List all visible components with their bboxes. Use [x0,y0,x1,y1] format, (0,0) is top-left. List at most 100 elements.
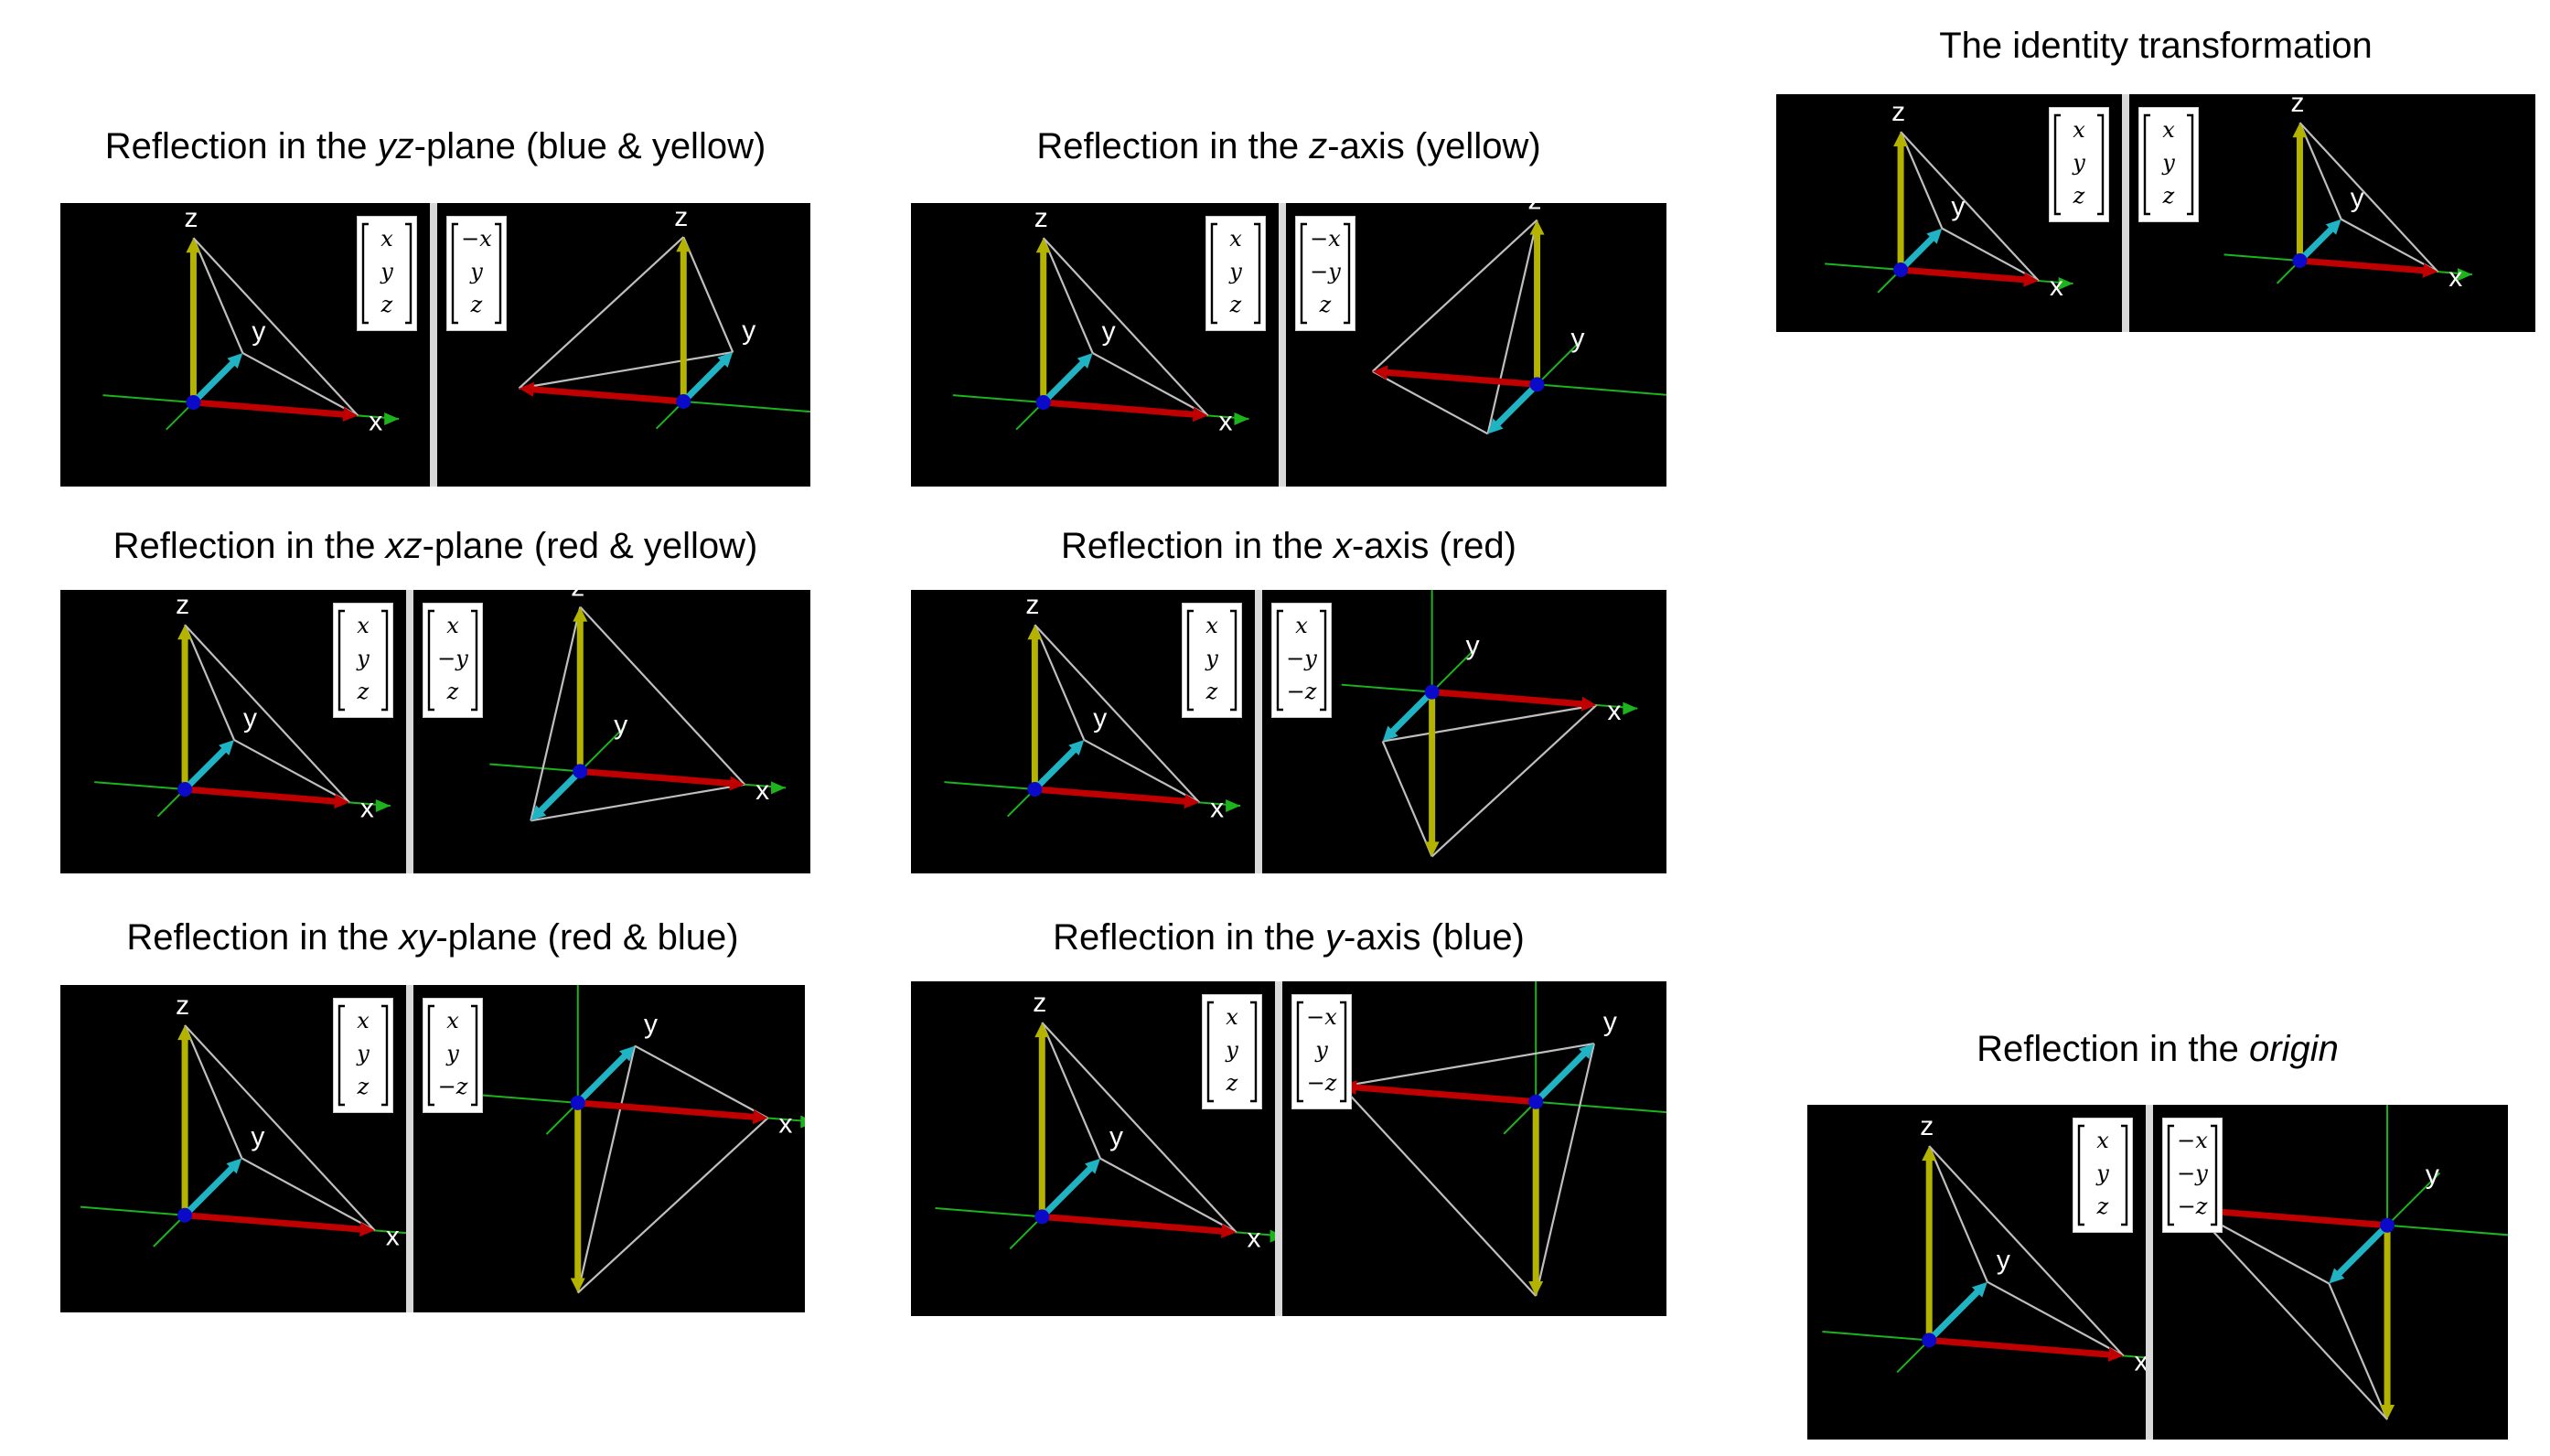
z-basis-vector [1528,1098,1544,1297]
edge-z-x [184,624,350,804]
edge-y-z [576,1045,637,1293]
z-axis-label: z [571,590,584,603]
edge-y-z [1486,219,1538,434]
x-basis-vector [189,399,359,423]
vector-entry: z [470,292,483,317]
title-text: Reflection in the [1053,917,1326,958]
z-basis-vector [1027,625,1043,793]
title-text: Reflection in the [112,526,386,566]
title-text-suffix: -plane (blue & yellow) [413,126,766,166]
y-axis-label: y [1951,192,1965,222]
scene-3d: xyz [935,988,1275,1253]
x-basis-vector [1040,399,1208,423]
y-axis-label: y [1571,323,1585,353]
z-basis-vector [1424,689,1440,857]
left-bracket [1210,222,1217,325]
vector-entry: y [1205,646,1218,671]
right-bracket [1230,609,1238,712]
x-axis-label: x [755,776,769,806]
origin-point [177,1207,193,1223]
scene-3d: xyz [473,985,805,1294]
group-y-axis: Reflection in the y-axis (blue)xyzxyzxyz… [911,917,1666,1320]
group-title: Reflection in the xz-plane (red & yellow… [60,526,810,567]
left-bracket [338,1004,345,1107]
y-basis-vector [1040,353,1093,406]
group-yz-plane: Reflection in the yz-plane (blue & yello… [60,126,810,492]
origin-point [1035,395,1051,410]
group-x-axis: Reflection in the x-axis (red)xyzxyzxyzx… [911,526,1666,873]
vector-entry: x [2096,1128,2109,1153]
left-bracket [427,1004,434,1107]
vector-entry: x [446,613,459,638]
right-bracket [1320,609,1327,712]
x-axis-arrowhead [375,798,391,812]
vector-entry: z [446,679,459,704]
left-bracket [427,609,434,712]
group-title: Reflection in the yz-plane (blue & yello… [60,126,810,167]
z-axis-label: z [1920,1111,1934,1141]
x-axis-arrowhead [1623,701,1638,715]
title-emphasis: y [1325,917,1345,958]
origin-point [177,782,193,797]
origin-point [1027,782,1043,797]
title-emphasis: origin [2249,1029,2339,1069]
left-bracket [1186,609,1194,712]
title-text: Reflection in the [1977,1029,2250,1069]
group-title: Reflection in the origin [1807,1029,2508,1070]
vector-entry: x [1295,613,1308,638]
group-xz-plane: Reflection in the xz-plane (red & yellow… [60,526,810,873]
left-bracket [2167,1124,2174,1226]
edge-x-y [530,783,745,822]
scene-3d: xyz [1825,97,2073,302]
y-axis-label: y [742,316,755,346]
y-basis-vector [2329,1222,2391,1284]
right-bracket [381,609,389,712]
z-axis-label: z [1528,203,1542,216]
origin-point [1922,1333,1937,1348]
edge-x-y [634,1044,768,1119]
right-bracket [495,222,502,325]
edge-x-y [2341,218,2438,273]
x-basis-vector [1897,266,2039,287]
scene-3d: xyz [1372,203,1666,435]
vector-entry: −z [438,1074,468,1099]
x-axis-label: x [778,1108,792,1139]
vector-entry: z [2162,183,2175,209]
edge-z-x [1372,219,1538,372]
edge-z-x [1430,704,1598,858]
edge-z-x [2191,1209,2388,1420]
vector-entry: y [2161,150,2175,176]
title-emphasis: yz [377,126,414,166]
x-basis-vector [1429,689,1597,712]
x-basis-vector [1372,365,1541,388]
y-basis-vector [1487,380,1541,434]
vector-entry: y [380,259,393,284]
panel-divider [1275,981,1282,1316]
vector-entry: y [2095,1161,2109,1186]
panel-divider [1255,590,1262,873]
scene-3d: xyz [952,203,1249,436]
vector-entry: −x [1306,1004,1337,1030]
edge-x-y [241,352,359,417]
axis-lines [2280,1105,2508,1258]
vector-entry: −x [2177,1128,2208,1153]
right-bracket [405,222,412,325]
z-axis-label: z [1025,590,1039,620]
edge-x-y [1341,1042,1595,1087]
x-axis-arrowhead [800,1115,805,1129]
edge-z-x [1034,624,1200,804]
x-axis-arrowhead [1234,412,1249,425]
vector-entry: −y [1286,646,1317,671]
left-bracket [2077,1124,2084,1226]
transformed-vector-matrix: x−y−z [1271,603,1332,718]
